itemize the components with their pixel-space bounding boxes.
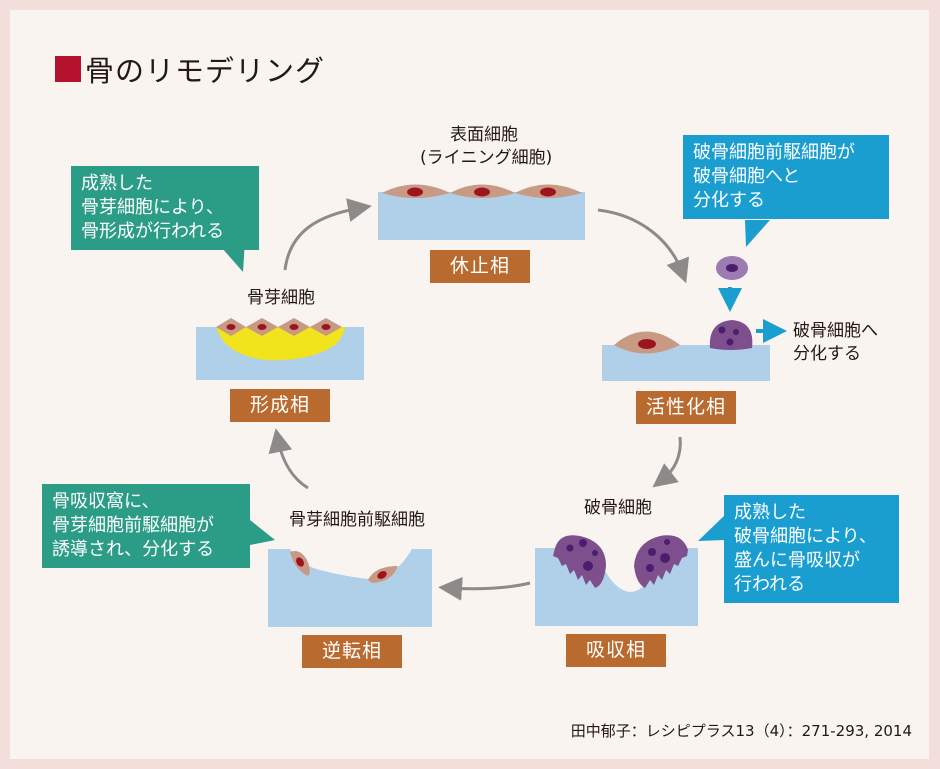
arrow-activation-to-resorption [652,436,682,488]
osteoclast-cell [709,320,753,350]
nucleus [226,324,236,330]
arrow-resorption-to-reversal [438,576,531,601]
bubble-tail [250,520,275,545]
phase-resorption: 吸収相 [566,634,666,667]
nucleus [592,550,598,556]
nucleus [566,544,574,552]
side-note-line: 破骨細胞へ [793,321,878,341]
callout-resorption: 成熟した 破骨細胞により、 盛んに骨吸収が 行われる [724,495,899,603]
activation-phase-illustration [602,256,787,381]
nucleus [718,326,726,334]
resorption-phase-illustration [535,535,698,626]
callout-line: 骨芽細胞により、 [81,197,224,218]
reversal-cell-label: 骨芽細胞前駆細胞 [289,510,425,530]
bone-with-pit [268,549,432,627]
callout-line: 破骨細胞前駆細胞が [693,142,855,163]
nucleus [321,324,331,330]
nucleus [296,557,304,567]
nucleus [474,187,490,197]
callout-line: 破骨細胞へと [693,166,801,187]
phase-activation: 活性化相 [636,391,736,424]
phase-reversal: 逆転相 [302,635,402,668]
bone-surface [378,192,585,240]
callout-line: 盛んに骨吸収が [734,550,860,571]
rest-cell-label: 表面細胞 (ライニング細胞) [420,124,553,170]
nucleus [579,539,587,547]
nucleus [733,329,739,335]
nucleus [726,338,734,346]
citation: 田中郁子：レシピプラス13（4）：271-293, 2014 [570,722,912,740]
arrow-reversal-to-formation [268,428,309,490]
bubble-tail [698,515,725,541]
rest-cell-label-line: (ライニング細胞) [420,148,553,168]
callout-line: 破骨細胞により、 [734,526,877,547]
nucleus [638,339,656,349]
nucleus [289,324,299,330]
callout-reversal: 骨吸収窩に、 骨芽細胞前駆細胞が 誘導され、分化する [42,484,250,568]
nucleus [540,187,556,197]
new-bone-matrix [216,327,345,361]
nucleus [660,553,670,563]
nucleus [646,564,654,572]
reversal-phase-illustration [268,549,432,627]
nucleus [726,264,738,272]
bubble-tail [745,220,770,247]
resorption-cell-label: 破骨細胞 [584,498,652,518]
title-marker-icon [55,56,81,82]
callout-line: 分化する [693,190,765,211]
title-text: 骨のリモデリング [85,54,326,88]
callout-line: 行われる [734,574,806,595]
nucleus [377,571,387,579]
side-note-line: 分化する [793,344,861,364]
rest-phase-illustration [378,184,585,240]
arrow-rest-to-activation [597,208,690,284]
phase-formation: 形成相 [230,389,330,422]
nucleus [583,561,593,571]
callout-activation: 破骨細胞前駆細胞が 破骨細胞へと 分化する [683,135,889,219]
callout-line: 成熟した [81,173,153,194]
osteoclast-cell [634,535,688,588]
osteoclast-cell [553,535,606,588]
activation-side-note: 破骨細胞へ 分化する [793,320,878,366]
callout-line: 骨芽細胞前駆細胞が [52,515,214,536]
callout-line: 骨吸収窩に、 [52,491,160,512]
formation-cell-label: 骨芽細胞 [247,288,315,308]
callout-line: 誘導され、分化する [52,539,215,560]
nucleus [407,187,423,197]
nucleus [648,548,656,556]
callout-formation: 成熟した 骨芽細胞により、 骨形成が行われる [71,166,259,250]
figure-panel [10,10,929,759]
callout-line: 骨形成が行われる [81,221,225,242]
figure-title: 骨のリモデリング [55,48,325,90]
formation-phase-illustration [196,318,364,380]
callout-line: 成熟した [734,502,806,523]
rest-cell-label-line: 表面細胞 [450,125,518,145]
phase-rest: 休止相 [430,250,530,283]
nucleus [664,539,670,545]
nucleus [257,324,267,330]
arrow-formation-to-rest [283,198,372,271]
